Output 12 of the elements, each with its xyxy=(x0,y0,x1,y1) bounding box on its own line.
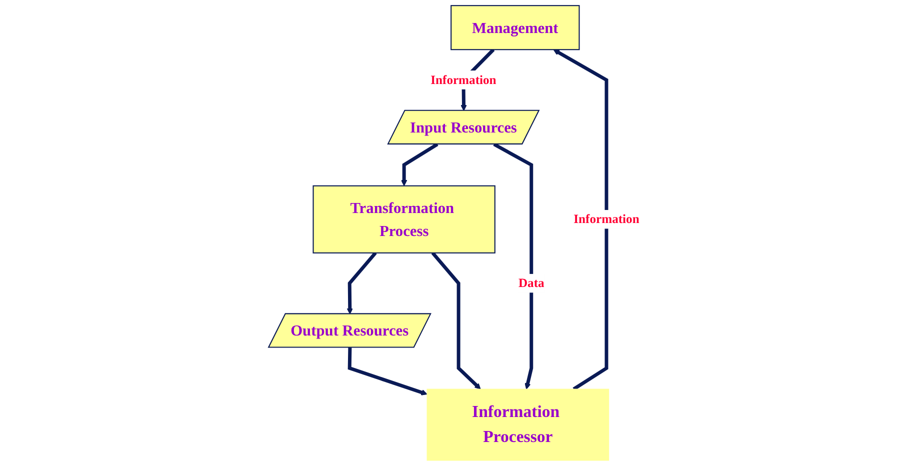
node-box: Transformation Process xyxy=(312,185,495,254)
arrow xyxy=(552,49,608,391)
node-box: Management xyxy=(450,5,580,50)
edge-label: Data xyxy=(518,276,544,290)
arrow xyxy=(430,252,480,390)
arrow xyxy=(347,348,427,396)
edge-label: Information xyxy=(573,212,639,226)
edge-label: Information xyxy=(430,72,496,87)
arrow xyxy=(346,252,376,314)
arrow xyxy=(400,142,438,186)
node-box: Information Processor xyxy=(426,388,609,461)
arrow xyxy=(492,142,533,390)
